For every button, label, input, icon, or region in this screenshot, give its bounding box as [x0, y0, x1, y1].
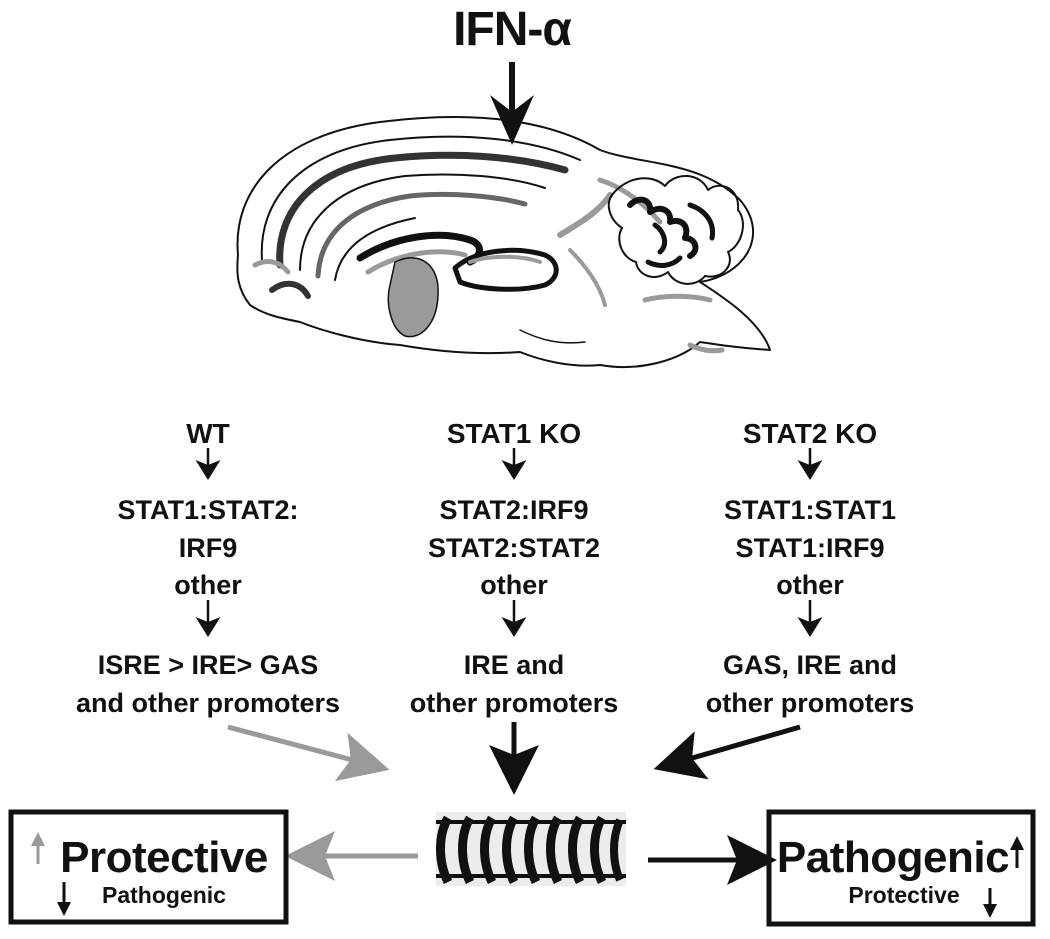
wt-promoter-line: and other promoters — [75, 688, 341, 718]
wt-complex-line: other — [174, 570, 242, 600]
protective-main-label: Protective — [60, 833, 268, 882]
stat2-ko-promoter-line: other promoters — [705, 688, 915, 718]
pathogenic-main-label: Pathogenic — [776, 833, 1010, 882]
brain-illustration — [236, 116, 771, 369]
stat1-ko-complex-line: STAT2:STAT2 — [428, 533, 600, 563]
wt-complex-line: IRF9 — [178, 533, 238, 563]
stat1-ko-promoter-line: other promoters — [409, 688, 619, 718]
stat1-ko-complex-line: other — [480, 570, 548, 600]
stat2-ko-label: STAT2 KO — [742, 418, 878, 449]
stat2-ko-complex-line: STAT1:IRF9 — [735, 533, 885, 563]
down-arrow-icon — [983, 888, 997, 918]
wt-promoter-line: ISRE > IRE> GAS — [97, 650, 319, 680]
col-arrows — [195, 448, 823, 637]
stat1-ko-label: STAT1 KO — [446, 418, 582, 449]
up-arrow-icon — [1010, 836, 1024, 868]
ifn-arrow — [490, 62, 534, 145]
protective-sub-label: Pathogenic — [102, 882, 226, 908]
pathogenic-sub-label: Protective — [848, 882, 960, 908]
wt-complex-line: STAT1:STAT2: — [117, 495, 299, 525]
down-arrow-icon — [57, 882, 71, 916]
stat1-ko-promoter-line: IRE and — [463, 650, 565, 680]
up-arrow-icon — [31, 832, 45, 864]
pathogenic-box — [766, 809, 1036, 927]
stat2-ko-complex-line: other — [776, 570, 844, 600]
wt-label: WT — [186, 418, 230, 449]
stat1-ko-complex-line: STAT2:IRF9 — [439, 495, 589, 525]
diagram-title: IFN-α — [453, 3, 572, 56]
converging-arrows — [227, 722, 801, 795]
stat2-ko-complex-line: STAT1:STAT1 — [724, 495, 896, 525]
stat2-ko-promoter-line: GAS, IRE and — [722, 650, 898, 680]
coil-icon — [436, 812, 626, 886]
protective-box — [8, 809, 289, 925]
